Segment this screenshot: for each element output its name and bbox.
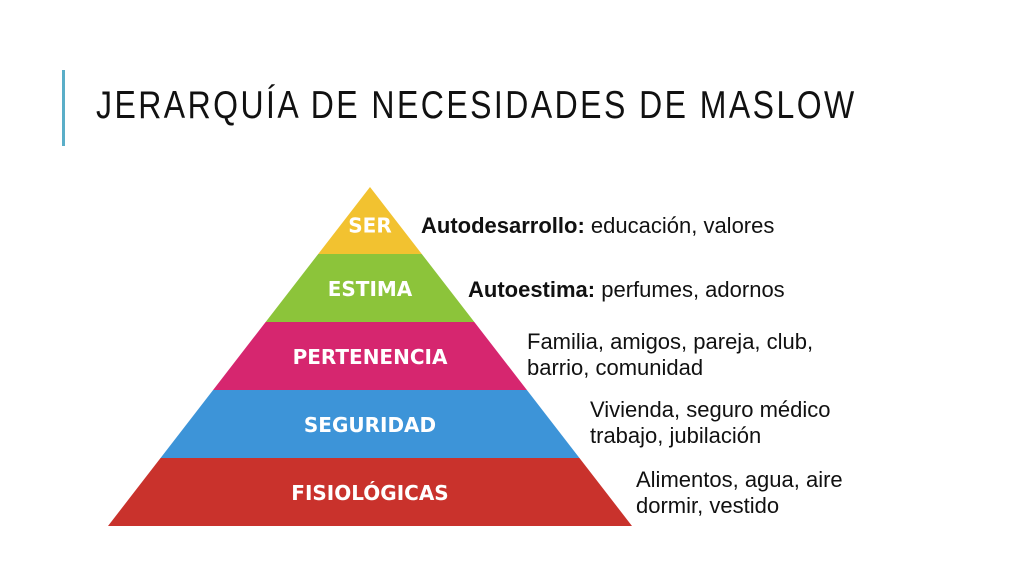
pyramid-tier-label: ESTIMA [328, 277, 413, 301]
description-text: Familia, amigos, pareja, club, [527, 329, 814, 354]
description-line: Autodesarrollo: educación, valores [421, 213, 774, 239]
description-heading: Autoestima: [468, 277, 596, 302]
pyramid-tier-4 [160, 390, 580, 458]
title-accent-bar [62, 70, 65, 146]
pyramid-tier-5 [108, 458, 632, 526]
description-heading: Autodesarrollo: [421, 213, 585, 238]
description-line: trabajo, jubilación [590, 423, 831, 449]
pyramid-tier-2 [265, 254, 475, 322]
level-description: Autoestima: perfumes, adornos [468, 277, 785, 303]
description-line: dormir, vestido [636, 493, 843, 519]
pyramid-tier-3 [213, 322, 527, 390]
pyramid-tier-label: SEGURIDAD [304, 413, 436, 437]
slide-title: JERARQUÍA DE NECESIDADES DE MASLOW [96, 84, 857, 127]
pyramid-tier-1 [318, 187, 422, 254]
description-text: dormir, vestido [636, 493, 780, 518]
level-description: Familia, amigos, pareja, club,barrio, co… [527, 329, 813, 381]
description-text: educación, valores [590, 213, 775, 238]
description-line: Autoestima: perfumes, adornos [468, 277, 785, 303]
description-line: barrio, comunidad [527, 355, 813, 381]
level-description: Autodesarrollo: educación, valores [421, 213, 774, 239]
pyramid-tier-label: FISIOLÓGICAS [291, 481, 448, 505]
pyramid-tier-label: PERTENENCIA [293, 345, 448, 369]
description-text: trabajo, jubilación [590, 423, 762, 448]
description-line: Vivienda, seguro médico [590, 397, 831, 423]
description-line: Alimentos, agua, aire [636, 467, 843, 493]
description-text: Alimentos, agua, aire [636, 467, 843, 492]
description-text: barrio, comunidad [527, 355, 704, 380]
description-text: perfumes, adornos [601, 277, 785, 302]
description-text: Vivienda, seguro médico [590, 397, 831, 422]
description-line: Familia, amigos, pareja, club, [527, 329, 813, 355]
pyramid-tier-label: SER [348, 214, 391, 238]
